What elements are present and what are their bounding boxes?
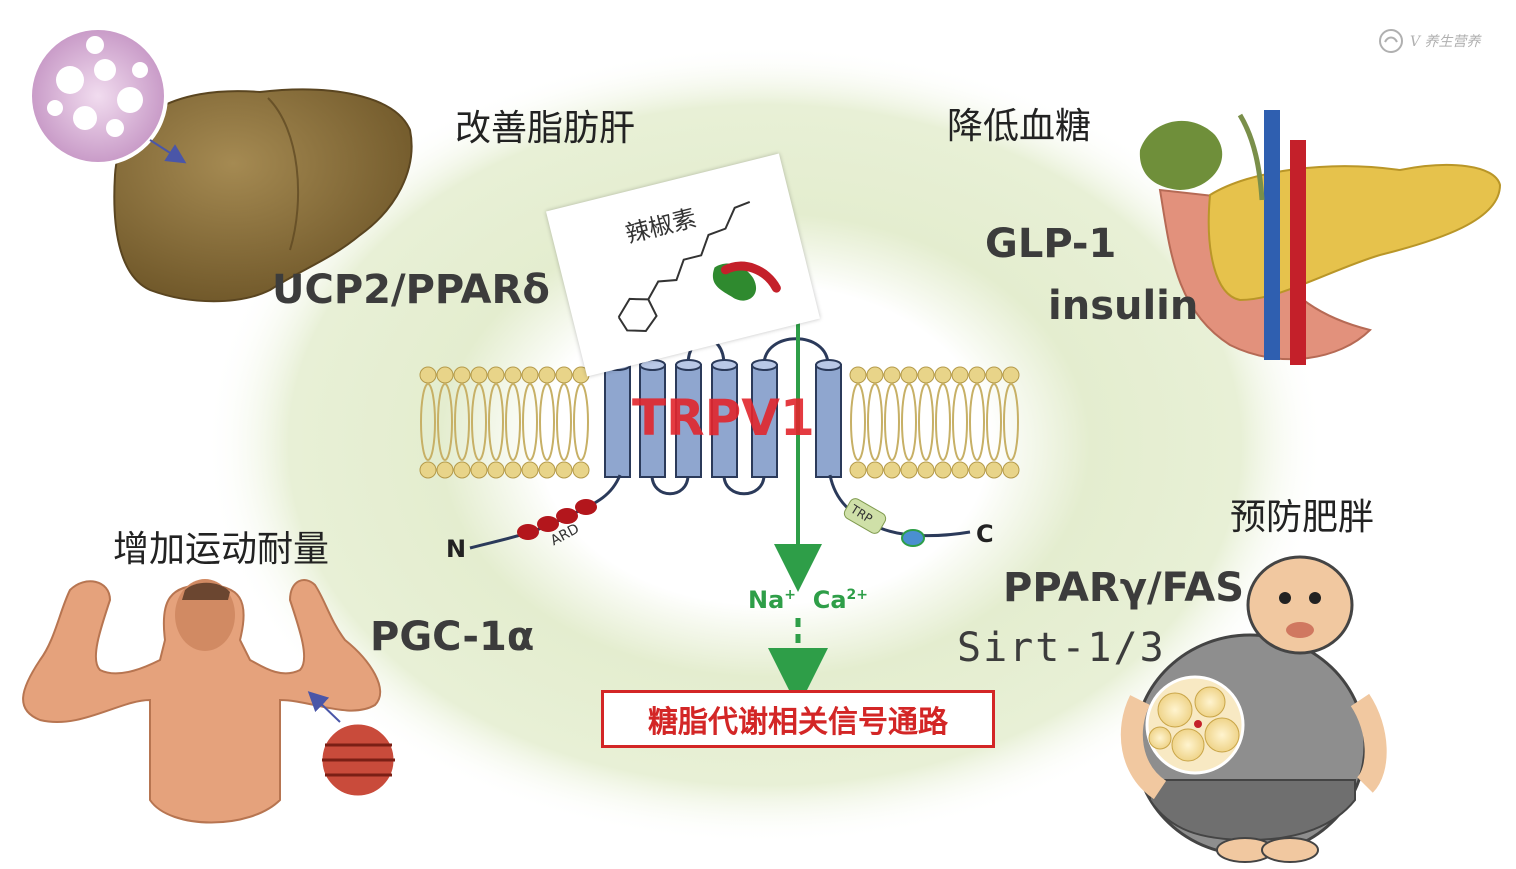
adipocyte-icon [1145,675,1245,775]
label-c-terminus: C [976,520,994,548]
watermark-logo-icon [1379,29,1403,53]
ard-bead [537,516,559,532]
transmembrane-helix [815,364,842,478]
watermark: V 养生营养 [1378,28,1481,54]
ard-bead [517,524,539,540]
ard-bead [575,499,597,515]
label-ca-charge: 2+ [846,587,869,603]
label-lower-glucose: 降低血糖 [947,106,1092,147]
ard-bead [556,508,578,524]
capsaicin-molecule-icon [617,201,781,332]
capsaicin-structure-card: 辣椒素 [546,153,820,377]
label-trpv1: TRPV1 [632,389,815,447]
muscle-fiber-icon [307,691,397,799]
liver-illustration [113,88,413,303]
pathway-box: 糖脂代谢相关信号通路 [601,690,995,748]
c-terminal-bead [901,529,925,547]
label-insulin: insulin [1048,283,1199,329]
label-ucp2-ppard: UCP2/PPARδ [272,267,550,313]
pathway-label: 糖脂代谢相关信号通路 [648,705,948,740]
label-sirt: Sirt-1/3 [957,625,1166,671]
label-glp1: GLP-1 [985,221,1117,267]
label-pgc1a: PGC-1α [370,614,535,660]
liver-histology-icon [28,26,187,166]
label-ca: Ca [812,586,847,614]
label-fatty-liver: 改善脂肪肝 [455,108,636,149]
label-na-charge: + [784,587,797,603]
watermark-text: V 养生营养 [1410,34,1481,50]
label-obesity: 预防肥胖 [1230,497,1375,538]
label-na: Na [748,586,785,614]
label-n-terminus: N [446,535,467,563]
label-endurance: 增加运动耐量 [113,529,330,570]
n-terminal-tail [469,474,622,550]
lipid-bilayer-left [419,366,590,479]
label-ppar-fas: PPARγ/FAS [1003,565,1245,611]
c-terminal-tail [828,474,971,547]
transmembrane-helix [604,364,631,478]
lipid-bilayer-right [849,366,1020,479]
transmembrane-helix [751,364,778,478]
trp-box [843,498,887,534]
pancreas-illustration [1139,110,1502,365]
label-ions: Na+ Ca2+ [748,588,868,612]
muscle-man-illustration [22,579,382,824]
